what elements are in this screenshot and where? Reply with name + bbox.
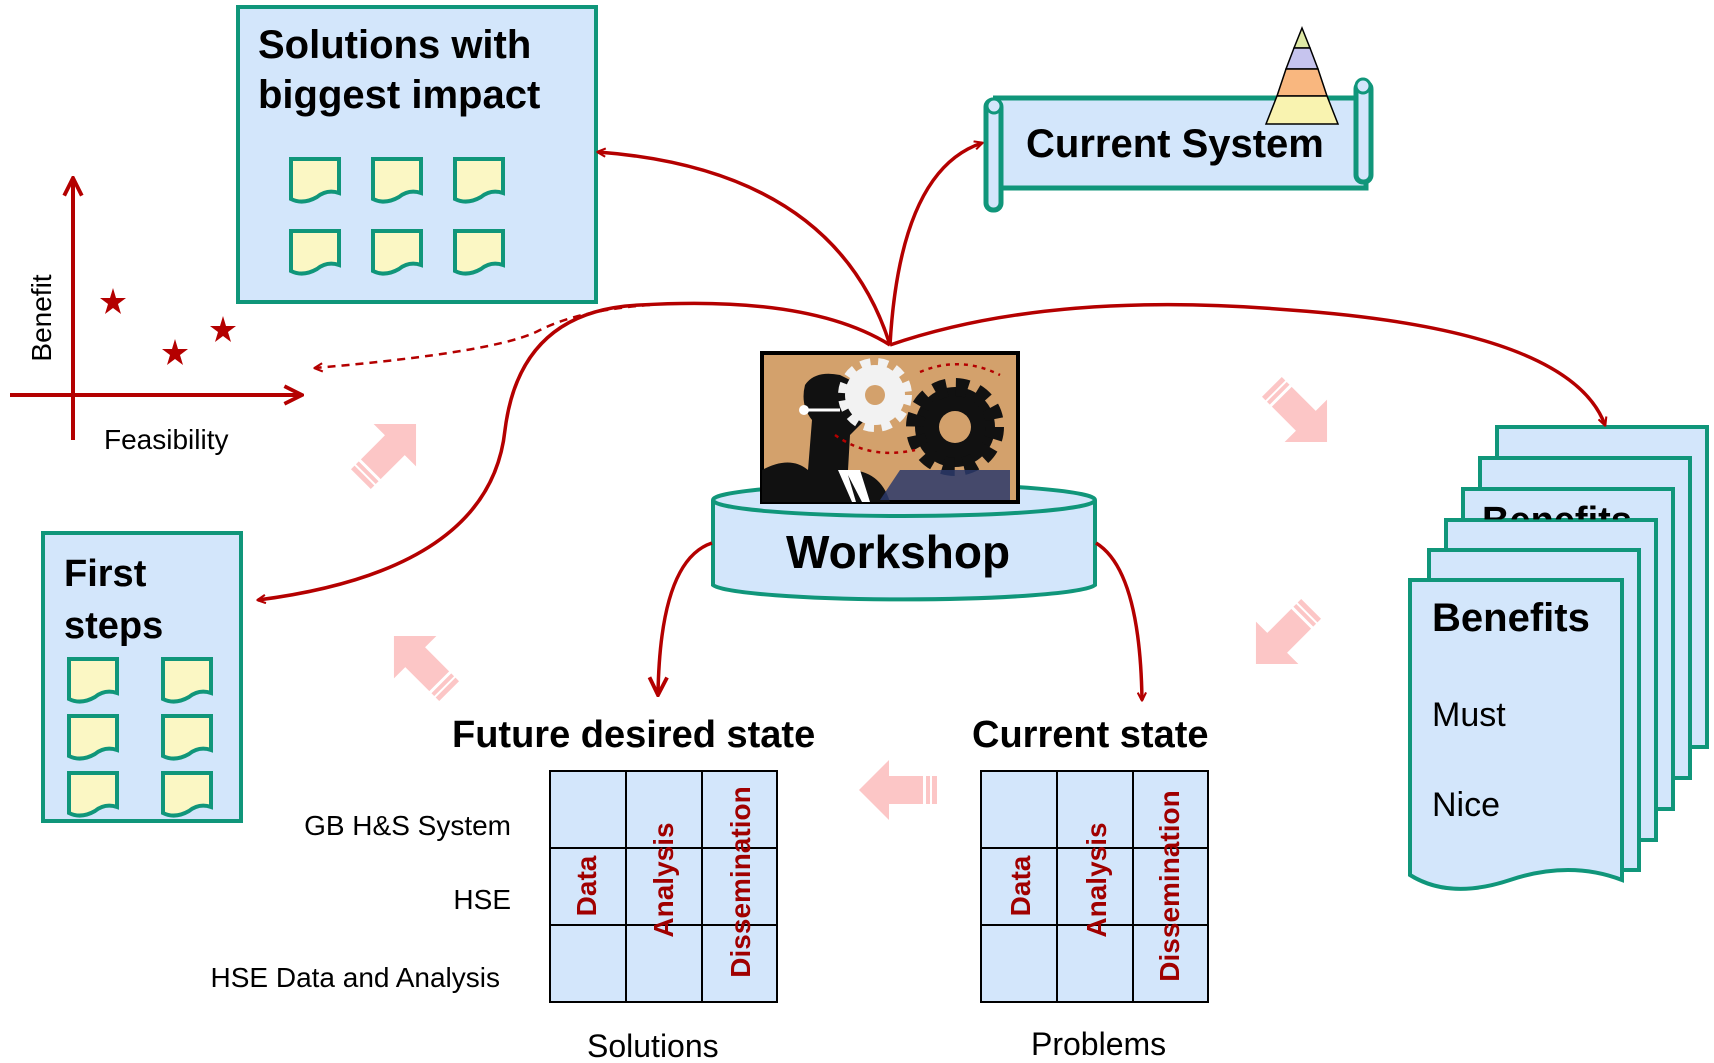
solutions-title-line2: biggest impact — [258, 73, 541, 117]
pyramid-icon — [1264, 25, 1340, 125]
connector-arrows — [258, 143, 1605, 700]
solutions-footer: Solutions — [587, 1028, 719, 1063]
row-label-hse-data-analysis: HSE Data and Analysis — [210, 962, 501, 993]
current-state-grid — [980, 770, 1209, 1003]
problems-footer: Problems — [1031, 1026, 1167, 1062]
future-col-dissemination: Dissemination — [725, 786, 756, 978]
star-icon — [162, 339, 188, 365]
current-system-scroll — [983, 25, 1374, 213]
star-icon-group — [100, 288, 236, 365]
future-col-data: Data — [571, 855, 602, 917]
first-steps-title: First steps — [64, 548, 163, 652]
star-icon — [100, 288, 126, 314]
benefit-feasibility-plot — [10, 178, 302, 440]
future-col-analysis: Analysis — [648, 822, 679, 938]
row-label-hse: HSE — [453, 884, 511, 915]
future-state-grid — [549, 770, 778, 1003]
first-steps-title-line2: steps — [64, 605, 164, 647]
current-col-analysis: Analysis — [1081, 822, 1112, 938]
star-icon — [210, 316, 236, 342]
benefits-item-must: Must — [1432, 696, 1506, 734]
benefit-axis-label: Benefit — [26, 274, 57, 362]
solutions-title: Solutions with biggest impact — [258, 20, 540, 120]
workshop-label: Workshop — [786, 526, 1011, 578]
benefits-title: Benefits — [1432, 596, 1590, 640]
solutions-box — [236, 5, 598, 304]
benefits-item-nice: Nice — [1432, 786, 1501, 824]
feasibility-axis-label: Feasibility — [104, 424, 229, 455]
future-state-title: Future desired state — [452, 714, 816, 756]
benefits-stack — [1408, 425, 1709, 891]
workshop-clipart-image — [760, 351, 1020, 504]
current-state-title: Current state — [972, 714, 1209, 756]
solutions-title-line1: Solutions with — [258, 23, 532, 67]
current-system-title: Current System — [1026, 122, 1324, 166]
dashed-connector-arrow — [315, 303, 651, 368]
current-col-data: Data — [1005, 855, 1036, 917]
benefits-back-title: Benefits — [1482, 500, 1632, 519]
row-label-gb-hs-system: GB H&S System — [304, 810, 511, 841]
current-col-dissemination: Dissemination — [1154, 790, 1185, 982]
first-steps-title-line1: First — [64, 553, 147, 595]
first-steps-box — [41, 531, 243, 823]
